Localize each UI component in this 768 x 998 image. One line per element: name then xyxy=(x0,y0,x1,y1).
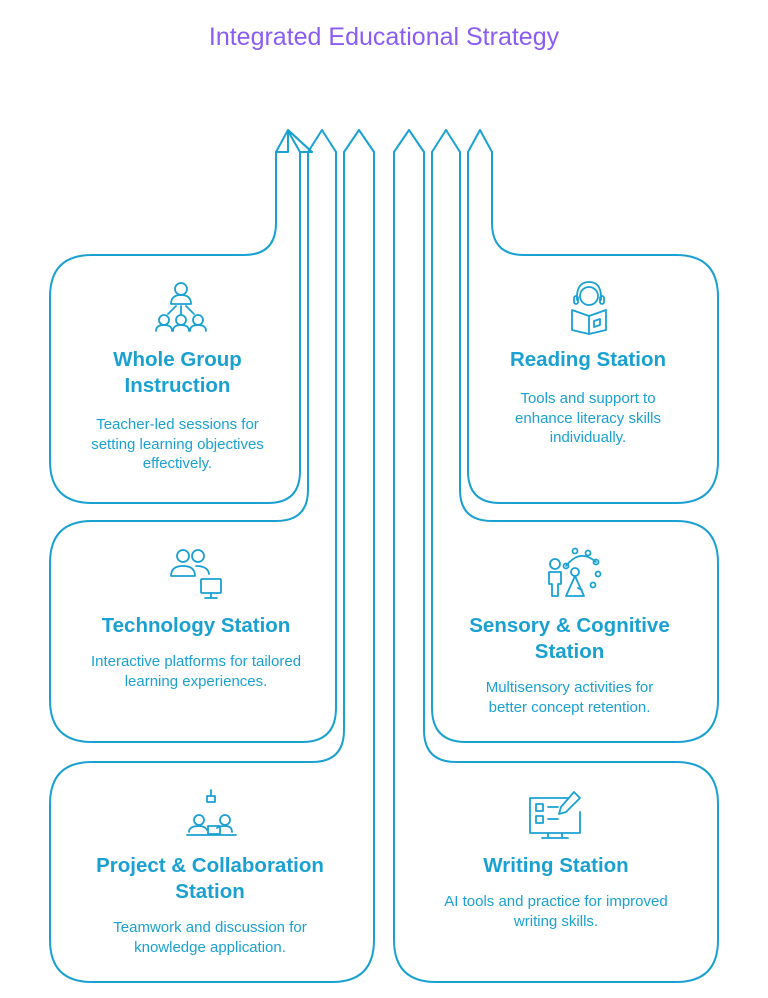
arrow-head-6 xyxy=(467,129,493,153)
card-outline-project xyxy=(49,151,375,983)
reader-with-headphones-icon xyxy=(571,281,607,335)
card-title-writing: Writing Station xyxy=(483,854,629,877)
diagram-title: Integrated Educational Strategy xyxy=(208,23,560,51)
card-outline-writing xyxy=(393,151,719,983)
card-desc-sensory: Multisensory activities for better conce… xyxy=(485,679,654,716)
card-desc-writing: AI tools and practice for improved writi… xyxy=(444,893,668,930)
arrow-head-2 xyxy=(307,129,337,153)
card-desc-project: Teamwork and discussion for knowledge ap… xyxy=(113,919,307,956)
users-with-monitor-icon xyxy=(170,549,222,599)
sensory-play-icon xyxy=(548,547,602,597)
arrow-head-5 xyxy=(431,129,461,153)
arrow-head-4 xyxy=(393,129,425,153)
card-desc-reading: Tools and support to enhance literacy sk… xyxy=(515,390,661,446)
card-outline-technology xyxy=(49,151,337,743)
screen-with-pencil-icon xyxy=(529,791,581,839)
collaboration-table-icon xyxy=(186,789,237,836)
card-title-whole-group: Whole Group Instruction xyxy=(113,348,242,397)
card-title-reading: Reading Station xyxy=(509,348,667,371)
card-outline-sensory xyxy=(431,151,719,743)
card-title-project: Project & Collaboration Station xyxy=(96,854,324,903)
arrow-head-3 xyxy=(343,129,375,153)
card-outline-reading xyxy=(467,151,719,504)
card-title-sensory: Sensory & Cognitive Station xyxy=(469,614,670,663)
card-desc-whole-group: Teacher-led sessions for setting learnin… xyxy=(91,416,264,472)
group-instruction-icon xyxy=(155,282,207,332)
card-title-technology: Technology Station xyxy=(101,614,291,637)
arrow-head-1 xyxy=(275,129,313,153)
card-desc-technology: Interactive platforms for tailored learn… xyxy=(90,653,302,690)
card-outline-whole-group xyxy=(49,151,301,504)
